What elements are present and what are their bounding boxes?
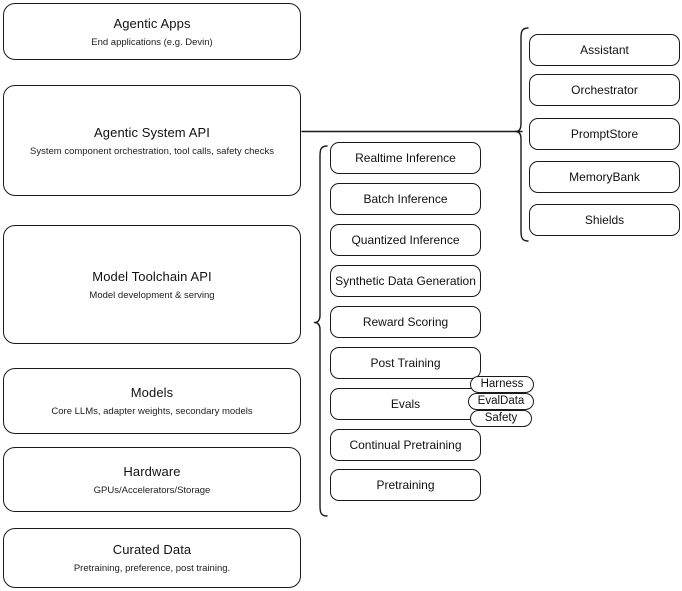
component-assistant[interactable]: Assistant bbox=[529, 34, 680, 66]
component-evals[interactable]: Evals bbox=[330, 388, 481, 420]
layer-title: Agentic Apps bbox=[113, 15, 191, 31]
layer-subtitle: Core LLMs, adapter weights, secondary mo… bbox=[51, 406, 253, 417]
layer-subtitle: Model development & serving bbox=[89, 289, 215, 301]
component-shields[interactable]: Shields bbox=[529, 204, 680, 236]
layer-subtitle: Pretraining, preference, post training. bbox=[73, 563, 231, 574]
layer-curated-data[interactable]: Curated Data Pretraining, preference, po… bbox=[3, 528, 301, 588]
layer-subtitle: End applications (e.g. Devin) bbox=[91, 36, 213, 48]
component-realtime-inference[interactable]: Realtime Inference bbox=[330, 142, 481, 174]
layer-agentic-apps[interactable]: Agentic Apps End applications (e.g. Devi… bbox=[3, 3, 301, 60]
component-quantized-inference[interactable]: Quantized Inference bbox=[330, 224, 481, 256]
layer-hardware[interactable]: Hardware GPUs/Accelerators/Storage bbox=[3, 447, 301, 512]
layer-models[interactable]: Models Core LLMs, adapter weights, secon… bbox=[3, 368, 301, 434]
eval-tag-safety[interactable]: Safety bbox=[470, 410, 532, 427]
component-pretraining[interactable]: Pretraining bbox=[330, 469, 481, 501]
component-orchestrator[interactable]: Orchestrator bbox=[529, 74, 680, 106]
component-reward-scoring[interactable]: Reward Scoring bbox=[330, 306, 481, 338]
eval-tag-harness[interactable]: Harness bbox=[470, 376, 534, 393]
layer-model-toolchain-api[interactable]: Model Toolchain API Model development & … bbox=[3, 225, 301, 344]
eval-tag-evaldata[interactable]: EvalData bbox=[468, 393, 534, 410]
component-promptstore[interactable]: PromptStore bbox=[529, 118, 680, 150]
component-post-training[interactable]: Post Training bbox=[330, 347, 481, 379]
layer-title: Curated Data bbox=[112, 542, 192, 557]
component-memorybank[interactable]: MemoryBank bbox=[529, 161, 680, 193]
brace-toolchain-components bbox=[313, 145, 328, 517]
layer-title: Model Toolchain API bbox=[92, 268, 212, 284]
layer-agentic-system-api[interactable]: Agentic System API System component orch… bbox=[3, 85, 301, 196]
component-continual-pretraining[interactable]: Continual Pretraining bbox=[330, 429, 481, 461]
layer-title: Agentic System API bbox=[94, 124, 210, 140]
layer-title: Models bbox=[130, 385, 174, 400]
layer-subtitle: GPUs/Accelerators/Storage bbox=[93, 484, 211, 496]
brace-system-components bbox=[514, 27, 529, 242]
component-batch-inference[interactable]: Batch Inference bbox=[330, 183, 481, 215]
layer-subtitle: System component orchestration, tool cal… bbox=[30, 145, 274, 157]
component-synthetic-data-generation[interactable]: Synthetic Data Generation bbox=[330, 265, 481, 297]
layer-title: Hardware bbox=[123, 463, 181, 479]
